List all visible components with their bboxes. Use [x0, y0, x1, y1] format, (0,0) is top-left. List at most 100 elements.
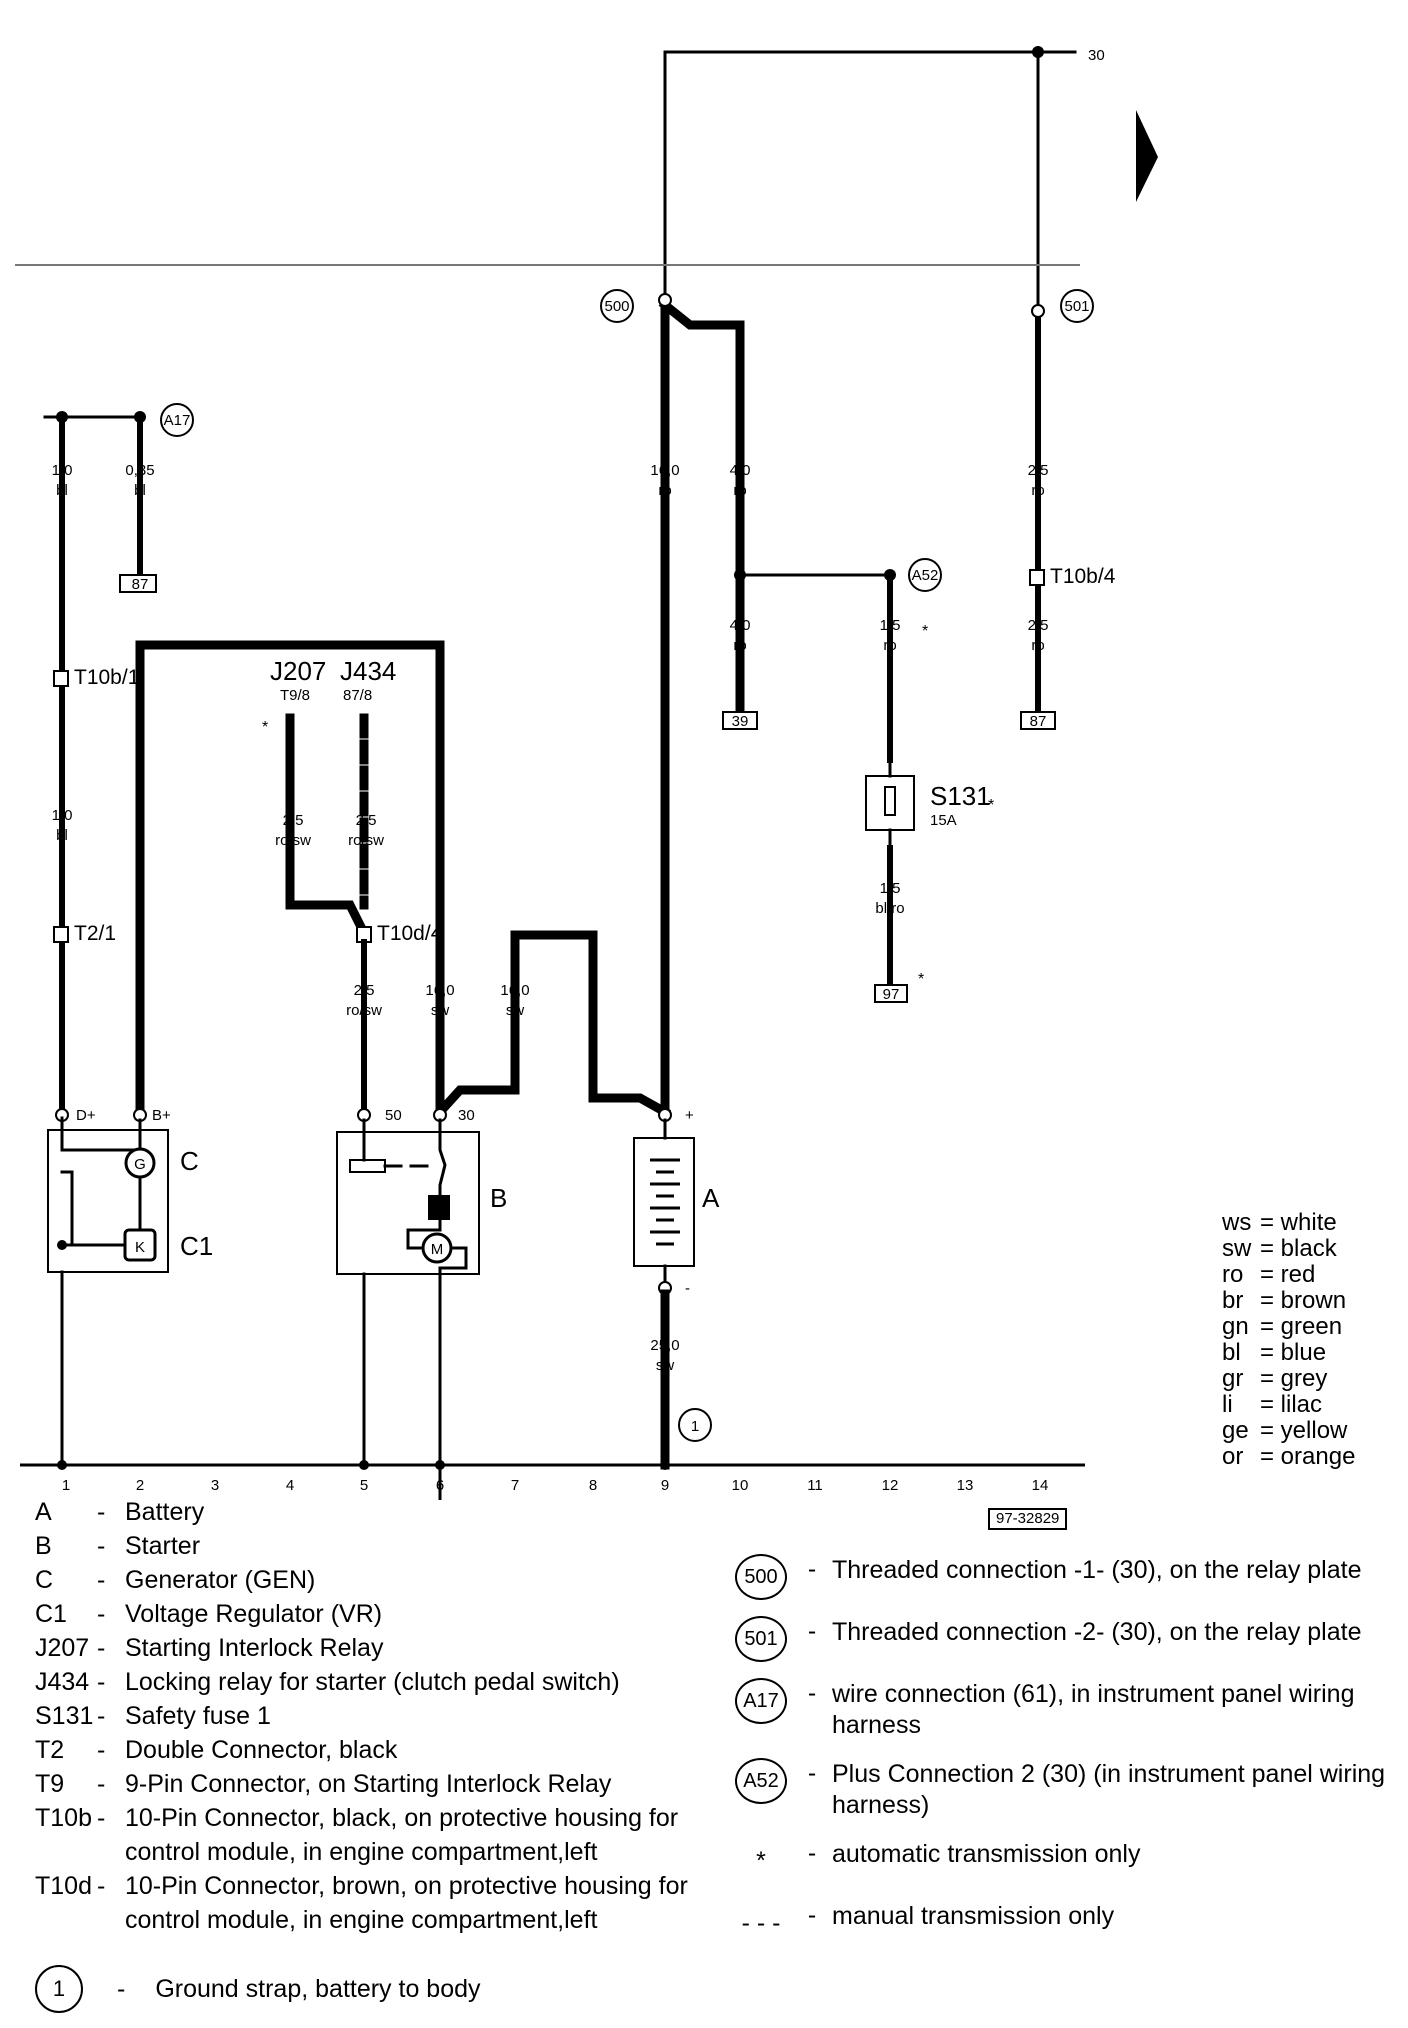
note-text: automatic transmission only [832, 1840, 1141, 1868]
connection-legend-item: 500-Threaded connection -1- (30), on the… [730, 1554, 1400, 1600]
doc-id-box: 97-32829 [988, 1508, 1068, 1530]
color-row: or= orange [1222, 1444, 1355, 1470]
color-name: = blue [1260, 1339, 1327, 1366]
track-number: 13 [957, 1477, 974, 1494]
note-item: - - --manual transmission only [730, 1901, 1400, 1945]
wire-label-color: sw [656, 1357, 675, 1374]
color-abbr: br [1222, 1287, 1244, 1314]
wire-4-ro-branch [658, 298, 745, 575]
legend-item: T9-9-Pin Connector, on Starting Interloc… [35, 1767, 735, 1801]
legend-code: C [35, 1566, 54, 1594]
wire-label-color: ro/sw [275, 832, 311, 849]
track-number: 6 [436, 1477, 444, 1494]
wire-label-size: 16,0 [650, 462, 679, 479]
color-name: = grey [1260, 1365, 1328, 1392]
legend-code: T2 [35, 1736, 65, 1764]
color-key: ws= white sw= black ro= red br= brown gn… [1222, 1210, 1355, 1470]
component-legend: A-Battery B-Starter C -Generator (GEN) C 1… [35, 1495, 735, 1937]
color-name: = yellow [1260, 1417, 1348, 1444]
battery-cells-icon [650, 1158, 680, 1246]
wire-label-color: ro [883, 637, 896, 654]
wire-label-color: ro/sw [346, 1002, 382, 1019]
legend-item: B-Starter [35, 1529, 735, 1563]
color-name: = red [1260, 1261, 1316, 1288]
legend-dash: - [97, 1872, 106, 1900]
legend-text: Safety fuse 1 [125, 1702, 271, 1730]
track-number: 8 [589, 1477, 597, 1494]
relay-j434-pin: 87/8 [343, 687, 372, 704]
legend-dash: - [97, 1804, 106, 1832]
legend-text: Generator (GEN) [125, 1566, 316, 1594]
connection-a17-symbol [160, 403, 194, 437]
legend-code: T9 [35, 1770, 65, 1798]
connection-symbol: 500 [735, 1554, 787, 1600]
wire-16-sw-battery [433, 930, 672, 1119]
legend-dash: - [807, 1901, 817, 1929]
legend-text: Starting Interlock Relay [125, 1634, 384, 1662]
fuse-element-icon [884, 786, 896, 816]
track-number: 2 [136, 1477, 144, 1494]
legend-item: A-Battery [35, 1495, 735, 1529]
wire-label-color: sw [506, 1002, 525, 1019]
wire-label-color: bl [56, 482, 68, 499]
junction-dot [57, 1460, 67, 1470]
legend-code: T10b [35, 1804, 92, 1832]
wire-label-color: sw [431, 1002, 450, 1019]
connector-t10d4-label: T10d/4 [377, 922, 443, 945]
terminal-30-label: 30 [1088, 47, 1105, 64]
color-abbr: sw [1222, 1235, 1252, 1262]
legend-item: T2-Double Connector, black [35, 1733, 735, 1767]
color-abbr: gr [1222, 1365, 1244, 1392]
connector-icon [1029, 569, 1045, 586]
color-abbr: gn [1222, 1313, 1249, 1340]
wire-label-size: 1,0 [52, 807, 73, 824]
connection-legend: 500-Threaded connection -1- (30), on the… [730, 1554, 1400, 1963]
legend-text: 10-Pin Connector, black, on protective h… [125, 1804, 679, 1866]
wire-label-size: 4,0 [730, 617, 751, 634]
wire-16-sw-b-plus [135, 640, 445, 1117]
color-abbr: ro [1222, 1261, 1244, 1288]
legend-item: C -Generator (GEN) [35, 1563, 735, 1597]
terminal-minus-label: - [685, 1280, 690, 1297]
starter-switch [438, 1118, 447, 1197]
terminal-d-plus-label: D+ [76, 1107, 96, 1124]
connection-symbol: 501 [735, 1616, 787, 1662]
legend-dash: - [97, 1770, 106, 1798]
connection-symbol: A52 [735, 1758, 787, 1804]
legend-dash: - [97, 1566, 106, 1594]
wire-label-size: 16,0 [500, 982, 529, 999]
ref-box-39-label: 39 [732, 713, 749, 730]
color-name: = lilac [1260, 1391, 1323, 1418]
junction-dot [660, 1460, 670, 1470]
legend-code: B [35, 1532, 52, 1560]
note-text: manual transmission only [832, 1902, 1115, 1930]
wire-label-size: 2,5 [283, 812, 304, 829]
component-c1-label: C1 [180, 1231, 213, 1261]
note-symbol: * [756, 1846, 766, 1875]
track-number: 4 [286, 1477, 294, 1494]
wire-label-size: 4,0 [730, 462, 751, 479]
starter-contact [428, 1195, 450, 1220]
wire-label-color: ro [733, 637, 746, 654]
legend-text: Locking relay for starter (clutch pedal … [125, 1668, 620, 1696]
track-number: 11 [807, 1477, 823, 1494]
color-row: gr = grey [1222, 1366, 1355, 1392]
right-triangle-icon[interactable] [1136, 110, 1158, 202]
solenoid-icon [349, 1159, 386, 1173]
wire-label-color: bl [56, 827, 68, 844]
fuse-label: S131 [930, 781, 991, 811]
wire-label-color: bl [134, 482, 146, 499]
track-number: 3 [211, 1477, 219, 1494]
ref-box-97-label: 97 [883, 986, 900, 1003]
connection-500-label: 500 [604, 298, 629, 315]
track-number: 9 [661, 1477, 669, 1494]
ground-1-symbol [678, 1408, 712, 1442]
connection-text: Plus Connection 2 (30) (in instrument pa… [832, 1760, 1386, 1819]
legend-text: Double Connector, black [125, 1736, 398, 1764]
asterisk-note: * [918, 971, 924, 988]
wire-label-size: 1,5 [880, 617, 901, 634]
terminal-30-starter-label: 30 [458, 1107, 475, 1124]
legend-code: T10d [35, 1872, 92, 1900]
relay-j207-pin: T9/8 [280, 687, 310, 704]
ref-box-87-label: 87 [132, 576, 149, 593]
